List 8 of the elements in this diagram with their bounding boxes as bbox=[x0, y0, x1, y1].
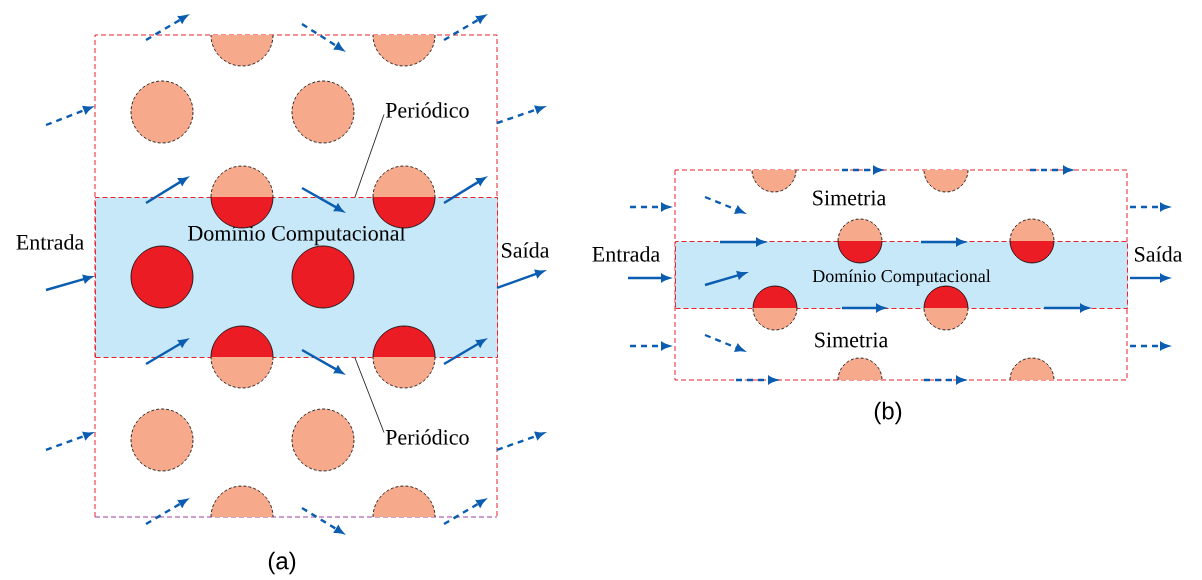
panel-label: (b) bbox=[874, 401, 902, 425]
boundary-label: Periódico bbox=[385, 102, 469, 118]
leader-line bbox=[354, 357, 385, 433]
leader-line bbox=[354, 114, 385, 198]
boundary-label: Periódico bbox=[385, 429, 469, 445]
boundary-label: Simetria bbox=[815, 332, 888, 348]
panel-label: (a) bbox=[268, 551, 296, 575]
boundary-label: Simetria bbox=[813, 190, 886, 206]
